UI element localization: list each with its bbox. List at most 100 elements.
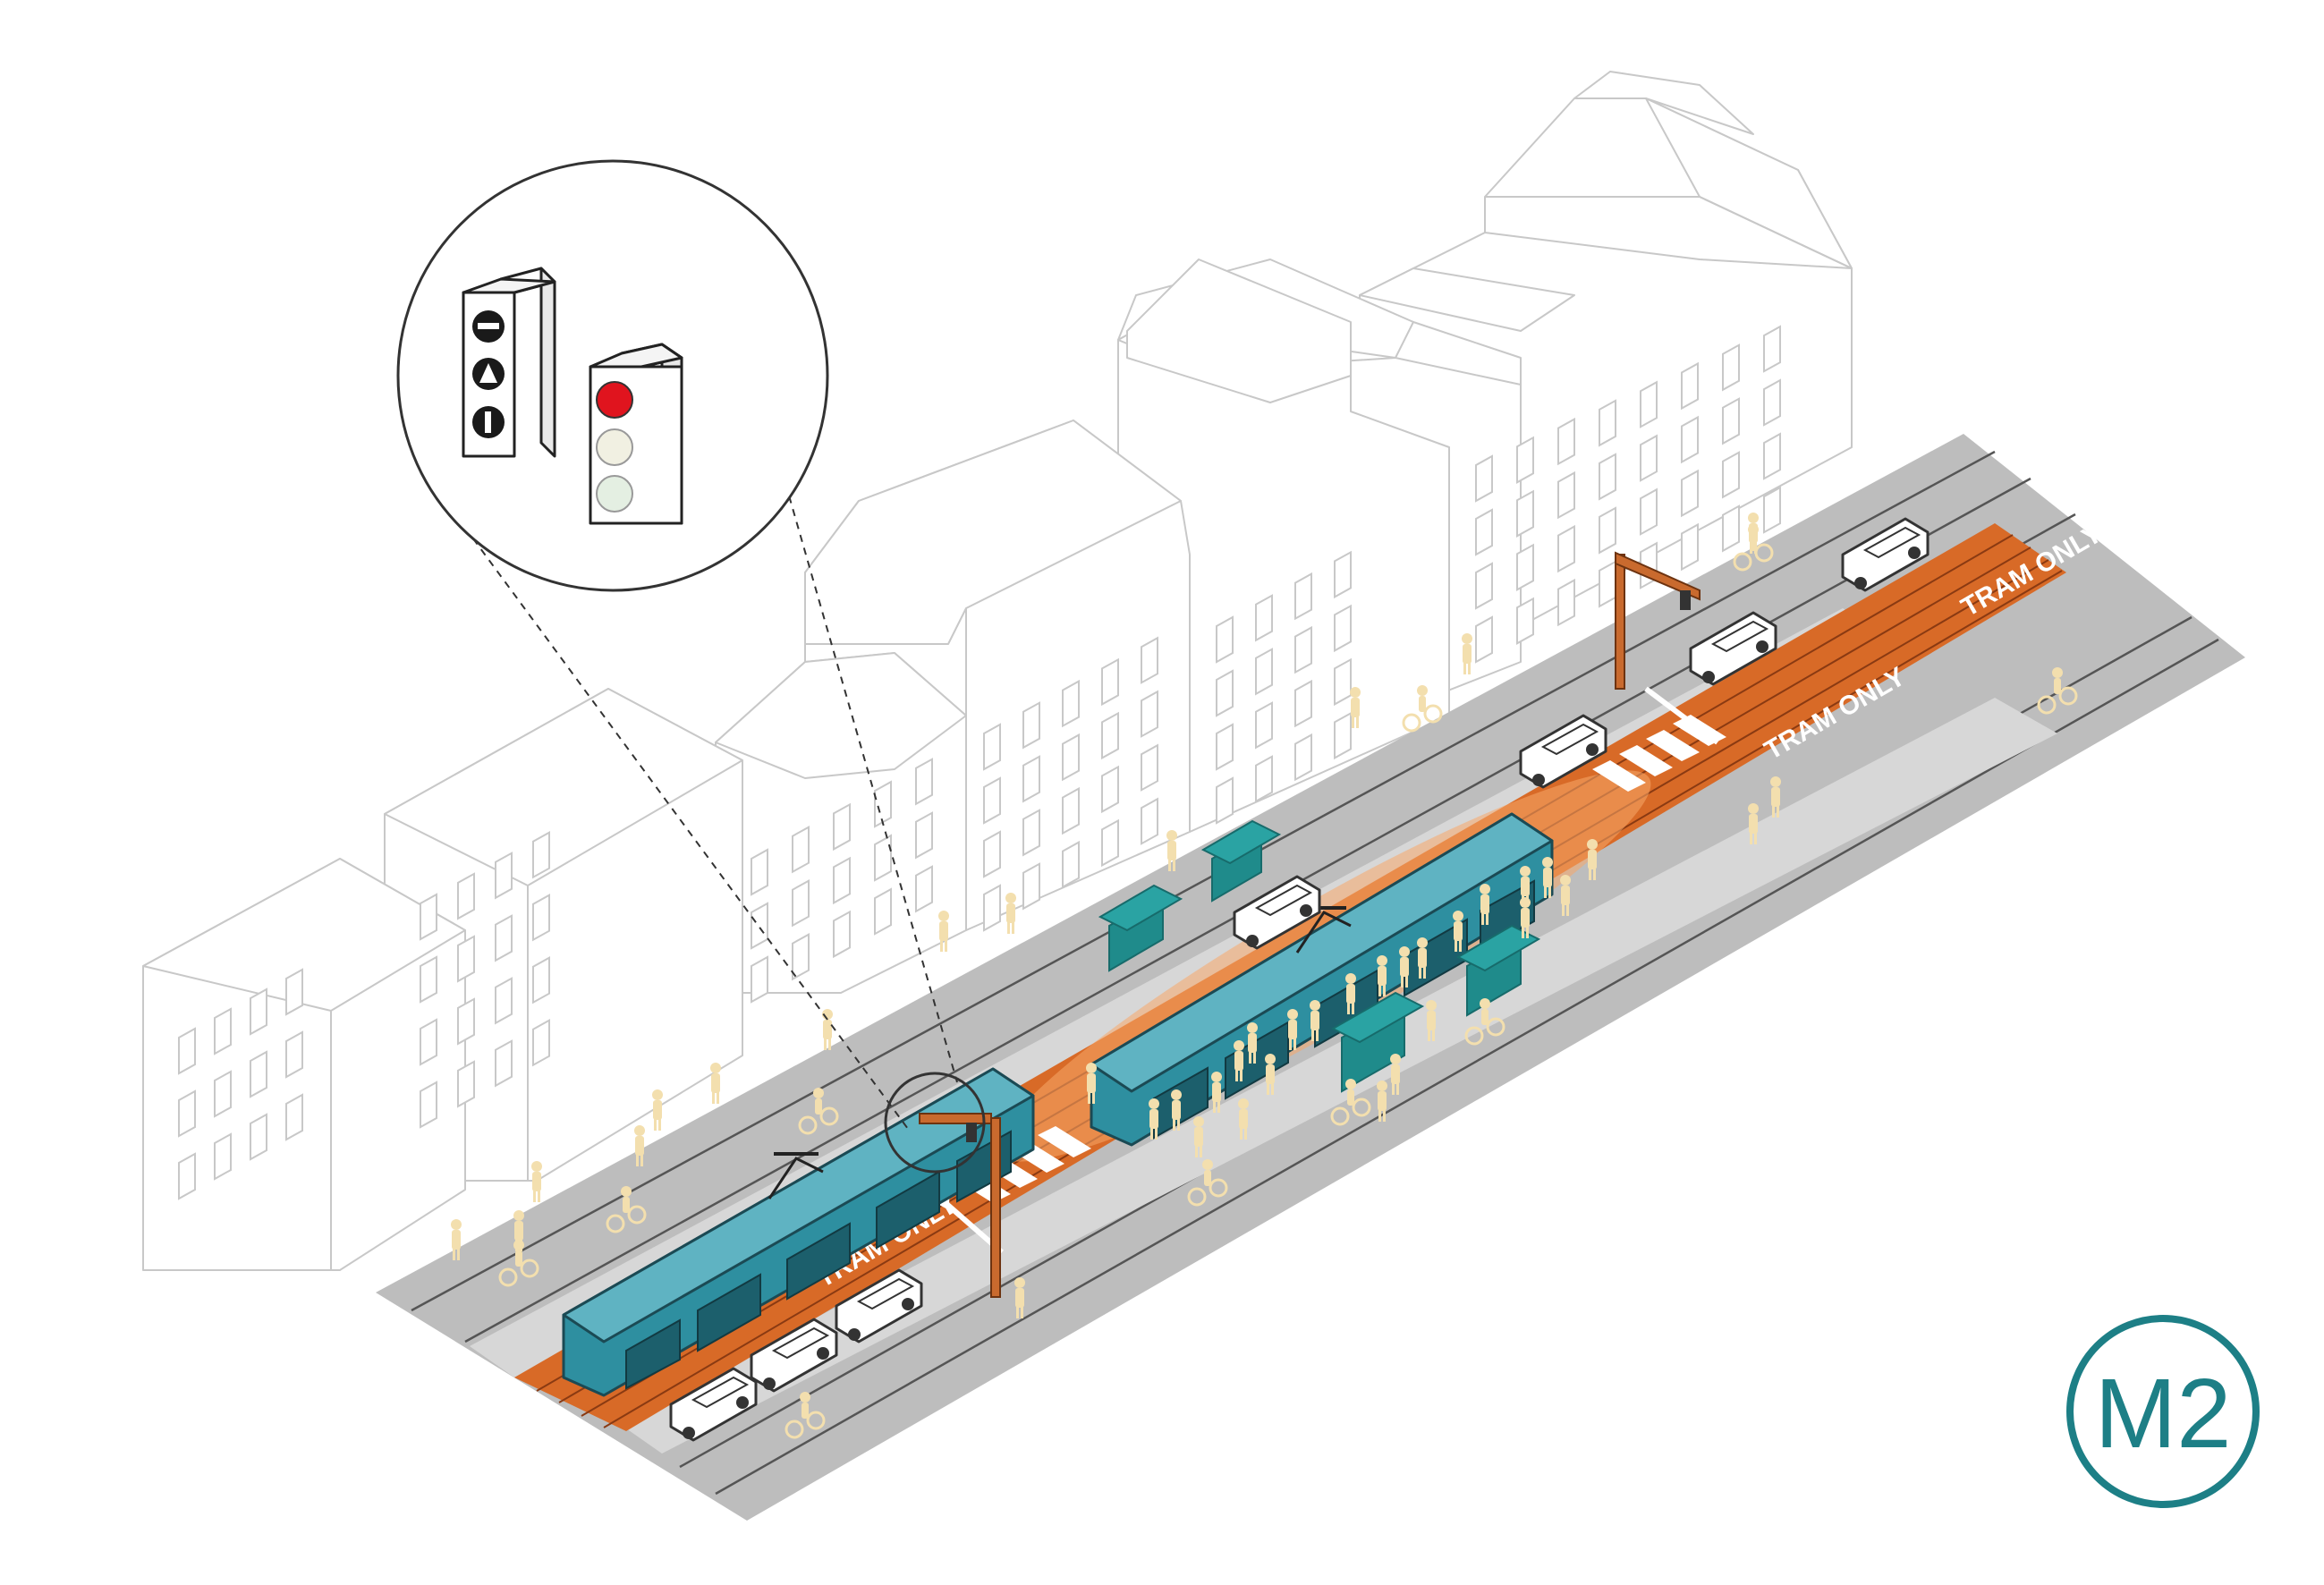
building-window bbox=[1599, 506, 1616, 555]
pedestrian bbox=[1149, 1098, 1159, 1140]
tram-shelters bbox=[1098, 819, 1541, 1093]
pedestrian bbox=[1247, 1022, 1258, 1064]
building-window bbox=[250, 1050, 267, 1098]
m2-badge: M2 bbox=[2066, 1315, 2260, 1508]
pedestrian bbox=[531, 1161, 542, 1202]
building-window bbox=[532, 894, 550, 942]
building-window bbox=[532, 1019, 550, 1067]
signal-callout bbox=[396, 159, 986, 1174]
building-window bbox=[420, 1018, 437, 1066]
building-center-tall bbox=[1117, 259, 1450, 833]
pedestrian bbox=[1462, 633, 1472, 674]
pedestrian bbox=[1086, 1063, 1097, 1104]
pedestrian bbox=[1520, 897, 1531, 938]
pedestrian bbox=[1005, 893, 1016, 934]
building-window bbox=[1294, 572, 1312, 621]
stop-line-back bbox=[1644, 686, 1719, 745]
pedestrian bbox=[1310, 1000, 1320, 1041]
building-window bbox=[1216, 723, 1234, 771]
building-window bbox=[1216, 776, 1234, 825]
cyclist bbox=[1402, 685, 1443, 733]
building-window bbox=[1062, 679, 1080, 728]
signal-pole-front bbox=[919, 1113, 1001, 1298]
cyclist bbox=[1187, 1159, 1228, 1207]
building-window bbox=[495, 1039, 513, 1088]
building-window bbox=[285, 968, 303, 1016]
building-window bbox=[1763, 325, 1781, 373]
building-window bbox=[915, 865, 933, 913]
building-window bbox=[833, 802, 851, 852]
building-window bbox=[285, 1093, 303, 1141]
building-window bbox=[1475, 454, 1493, 503]
pedestrian bbox=[1560, 875, 1571, 916]
building-window bbox=[1334, 711, 1352, 760]
building-window bbox=[1681, 469, 1699, 518]
pedestrian bbox=[1287, 1009, 1298, 1050]
car bbox=[669, 1367, 758, 1442]
building-window bbox=[1255, 648, 1273, 696]
pedestrian bbox=[1211, 1072, 1222, 1113]
building-window bbox=[1022, 701, 1040, 750]
building-window bbox=[495, 914, 513, 962]
pedestrian bbox=[1587, 839, 1598, 880]
building-window bbox=[1294, 679, 1312, 728]
building-window bbox=[285, 1030, 303, 1079]
building-window bbox=[1062, 840, 1080, 889]
building-window bbox=[1516, 597, 1534, 645]
building-window bbox=[420, 955, 437, 1004]
building-window bbox=[420, 1081, 437, 1129]
building-window bbox=[1294, 625, 1312, 674]
building-window bbox=[792, 933, 810, 981]
building-window bbox=[1141, 636, 1158, 684]
building-window bbox=[214, 1007, 232, 1055]
building-window bbox=[420, 893, 437, 941]
building-window bbox=[1763, 378, 1781, 427]
building-window bbox=[1101, 818, 1119, 868]
pedestrian bbox=[1377, 955, 1387, 996]
building-window bbox=[1722, 343, 1740, 392]
building-window bbox=[1599, 560, 1616, 608]
building-window bbox=[1141, 743, 1158, 792]
building-window bbox=[1516, 489, 1534, 538]
tram-signal bbox=[462, 267, 556, 458]
pedestrian bbox=[1770, 776, 1781, 818]
pedestrian bbox=[1265, 1054, 1276, 1095]
building-window bbox=[1216, 615, 1234, 664]
car bbox=[1841, 517, 1930, 592]
building-window bbox=[1681, 522, 1699, 572]
building-window bbox=[1334, 604, 1352, 653]
building-window bbox=[915, 758, 933, 806]
building-window bbox=[874, 780, 892, 828]
building-window bbox=[1255, 755, 1273, 803]
building-window bbox=[250, 987, 267, 1036]
car bbox=[1519, 714, 1607, 789]
cyclist bbox=[1733, 524, 1774, 572]
pedestrian bbox=[1426, 1000, 1437, 1041]
shelter-right-2 bbox=[1455, 924, 1541, 1017]
building-window bbox=[250, 1113, 267, 1161]
pedestrian bbox=[1542, 857, 1553, 898]
building-window bbox=[1557, 417, 1575, 466]
tram-front bbox=[562, 1067, 1035, 1397]
building-window bbox=[1141, 690, 1158, 738]
cyclist bbox=[785, 1392, 826, 1439]
building-window bbox=[214, 1132, 232, 1181]
signal-pole-back bbox=[1615, 551, 1701, 690]
building-window bbox=[1022, 755, 1040, 803]
building-window bbox=[1062, 786, 1080, 835]
tram-front-pantograph bbox=[768, 1152, 824, 1199]
cyclist bbox=[1330, 1079, 1371, 1126]
pedestrian bbox=[451, 1219, 462, 1260]
building-window bbox=[1101, 765, 1119, 814]
pedestrian bbox=[1193, 1116, 1204, 1157]
building-window bbox=[1141, 797, 1158, 845]
building-window bbox=[1557, 524, 1575, 573]
car bbox=[1689, 611, 1777, 686]
building-window bbox=[915, 811, 933, 860]
car bbox=[750, 1318, 838, 1393]
building-window bbox=[751, 848, 768, 896]
building-window bbox=[751, 902, 768, 950]
pedestrian bbox=[710, 1063, 721, 1104]
building-window bbox=[1640, 380, 1658, 428]
